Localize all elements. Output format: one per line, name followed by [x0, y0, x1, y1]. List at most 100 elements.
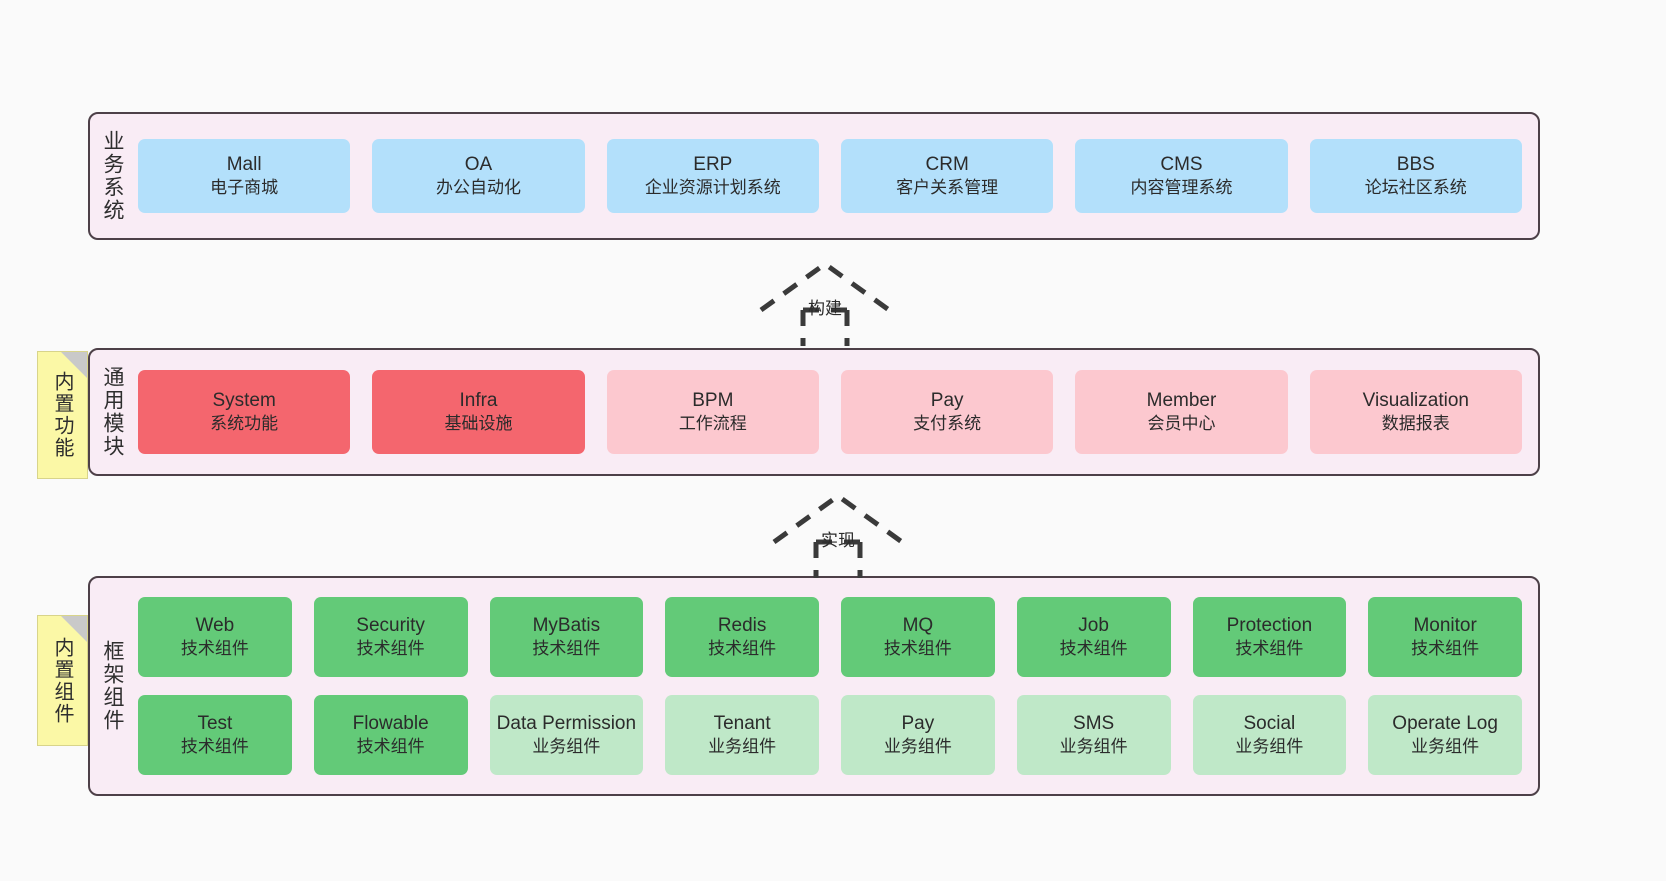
card-redis-title: Redis — [717, 614, 767, 636]
card-protection[interactable]: Protection 技术组件 — [1192, 597, 1347, 677]
card-bpm[interactable]: BPM 工作流程 — [606, 370, 819, 454]
card-bbs[interactable]: BBS 论坛社区系统 — [1309, 139, 1522, 213]
card-job[interactable]: Job 技术组件 — [1016, 597, 1171, 677]
card-pay-component-title: Pay — [901, 712, 935, 734]
card-bpm-subtitle: 工作流程 — [678, 414, 747, 434]
note-builtin-component: 内置组件 — [37, 615, 88, 746]
layer-title-common: 通用模块 — [101, 366, 124, 458]
card-visualization[interactable]: Visualization 数据报表 — [1309, 370, 1522, 454]
note-builtin-function: 内置功能 — [37, 351, 88, 479]
card-sms-subtitle: 业务组件 — [1059, 737, 1128, 757]
card-mall-subtitle: 电子商城 — [210, 178, 279, 198]
card-test-subtitle: 技术组件 — [180, 737, 249, 757]
card-mall[interactable]: Mall 电子商城 — [138, 139, 351, 213]
card-member-title: Member — [1146, 389, 1217, 411]
card-bbs-subtitle: 论坛社区系统 — [1364, 178, 1467, 198]
card-redis-subtitle: 技术组件 — [708, 639, 777, 659]
framework-card-row-2: Test 技术组件 Flowable 技术组件 Data Permission … — [138, 695, 1522, 775]
card-erp-subtitle: 企业资源计划系统 — [644, 178, 781, 198]
card-protection-subtitle: 技术组件 — [1235, 639, 1304, 659]
card-infra-subtitle: 基础设施 — [444, 414, 513, 434]
layer-title-business: 业务系统 — [101, 130, 124, 222]
card-system[interactable]: System 系统功能 — [138, 370, 351, 454]
note-fold-corner-icon — [61, 616, 87, 642]
card-oa[interactable]: OA 办公自动化 — [372, 139, 585, 213]
card-pay-module-subtitle: 支付系统 — [913, 414, 982, 434]
layer-body-framework: Web 技术组件 Security 技术组件 MyBatis 技术组件 Redi… — [134, 578, 1538, 794]
note-builtin-component-label: 内置组件 — [51, 636, 73, 725]
card-crm-subtitle: 客户关系管理 — [896, 178, 999, 198]
card-member[interactable]: Member 会员中心 — [1075, 370, 1288, 454]
layer-title-framework: 框架组件 — [101, 640, 124, 732]
card-sms[interactable]: SMS 业务组件 — [1016, 695, 1171, 775]
card-test-title: Test — [197, 712, 233, 734]
common-card-row: System 系统功能 Infra 基础设施 BPM 工作流程 Pay 支付系统… — [138, 370, 1522, 454]
card-operate-log[interactable]: Operate Log 业务组件 — [1368, 695, 1522, 775]
card-protection-title: Protection — [1226, 614, 1313, 636]
note-builtin-function-label: 内置功能 — [51, 371, 73, 459]
card-security-title: Security — [356, 614, 425, 636]
card-tenant[interactable]: Tenant 业务组件 — [665, 695, 819, 775]
card-monitor-title: Monitor — [1413, 614, 1477, 636]
card-flowable-subtitle: 技术组件 — [356, 737, 425, 757]
card-social-title: Social — [1243, 712, 1296, 734]
card-data-permission-subtitle: 业务组件 — [532, 737, 601, 757]
card-system-subtitle: 系统功能 — [210, 414, 279, 434]
card-mybatis-title: MyBatis — [532, 614, 601, 636]
card-web-title: Web — [195, 614, 235, 636]
arrow-implement: 实现 — [768, 490, 908, 580]
card-mq[interactable]: MQ 技术组件 — [841, 597, 995, 677]
card-pay-module[interactable]: Pay 支付系统 — [840, 370, 1054, 454]
card-web-subtitle: 技术组件 — [180, 639, 249, 659]
card-oa-subtitle: 办公自动化 — [435, 178, 521, 198]
card-bbs-title: BBS — [1396, 153, 1435, 175]
card-tenant-subtitle: 业务组件 — [708, 737, 777, 757]
card-job-subtitle: 技术组件 — [1059, 639, 1128, 659]
card-monitor-subtitle: 技术组件 — [1411, 639, 1480, 659]
card-mq-title: MQ — [902, 614, 934, 636]
card-operate-log-subtitle: 业务组件 — [1411, 737, 1480, 757]
card-security-subtitle: 技术组件 — [356, 639, 425, 659]
card-member-subtitle: 会员中心 — [1147, 414, 1216, 434]
arrow-build: 构建 — [755, 258, 895, 348]
card-mq-subtitle: 技术组件 — [883, 639, 952, 659]
card-cms-subtitle: 内容管理系统 — [1130, 178, 1233, 198]
card-test[interactable]: Test 技术组件 — [138, 695, 292, 775]
layer-business-systems: 业务系统 Mall 电子商城 OA 办公自动化 ERP 企业资源计划系统 CRM… — [88, 112, 1540, 240]
arrow-build-label: 构建 — [808, 299, 842, 318]
card-infra-title: Infra — [459, 389, 498, 411]
layer-common-modules: 通用模块 System 系统功能 Infra 基础设施 BPM 工作流程 Pay… — [88, 348, 1540, 476]
card-bpm-title: BPM — [692, 389, 734, 411]
card-erp[interactable]: ERP 企业资源计划系统 — [606, 139, 819, 213]
card-data-permission[interactable]: Data Permission 业务组件 — [489, 695, 644, 775]
card-flowable[interactable]: Flowable 技术组件 — [313, 695, 468, 775]
framework-card-row-1: Web 技术组件 Security 技术组件 MyBatis 技术组件 Redi… — [138, 597, 1522, 677]
card-oa-title: OA — [464, 153, 493, 175]
card-social[interactable]: Social 业务组件 — [1192, 695, 1347, 775]
card-pay-component-subtitle: 业务组件 — [883, 737, 952, 757]
card-tenant-title: Tenant — [713, 712, 771, 734]
card-security[interactable]: Security 技术组件 — [313, 597, 468, 677]
card-infra[interactable]: Infra 基础设施 — [372, 370, 585, 454]
card-crm[interactable]: CRM 客户关系管理 — [840, 139, 1054, 213]
card-web[interactable]: Web 技术组件 — [138, 597, 292, 677]
layer-framework-components: 框架组件 Web 技术组件 Security 技术组件 MyBatis 技术组件… — [88, 576, 1540, 796]
arrow-implement-label: 实现 — [821, 531, 855, 550]
card-flowable-title: Flowable — [352, 712, 429, 734]
card-pay-module-title: Pay — [930, 389, 964, 411]
card-data-permission-title: Data Permission — [496, 712, 637, 734]
card-cms[interactable]: CMS 内容管理系统 — [1075, 139, 1288, 213]
card-system-title: System — [212, 389, 276, 411]
card-mybatis[interactable]: MyBatis 技术组件 — [489, 597, 644, 677]
card-erp-title: ERP — [693, 153, 733, 175]
card-monitor[interactable]: Monitor 技术组件 — [1368, 597, 1522, 677]
card-sms-title: SMS — [1073, 712, 1115, 734]
layer-body-common: System 系统功能 Infra 基础设施 BPM 工作流程 Pay 支付系统… — [134, 350, 1538, 474]
card-visualization-title: Visualization — [1362, 389, 1469, 411]
card-crm-title: CRM — [925, 153, 969, 175]
card-visualization-subtitle: 数据报表 — [1381, 414, 1450, 434]
card-pay-component[interactable]: Pay 业务组件 — [841, 695, 995, 775]
business-card-row: Mall 电子商城 OA 办公自动化 ERP 企业资源计划系统 CRM 客户关系… — [138, 139, 1522, 213]
card-redis[interactable]: Redis 技术组件 — [665, 597, 819, 677]
